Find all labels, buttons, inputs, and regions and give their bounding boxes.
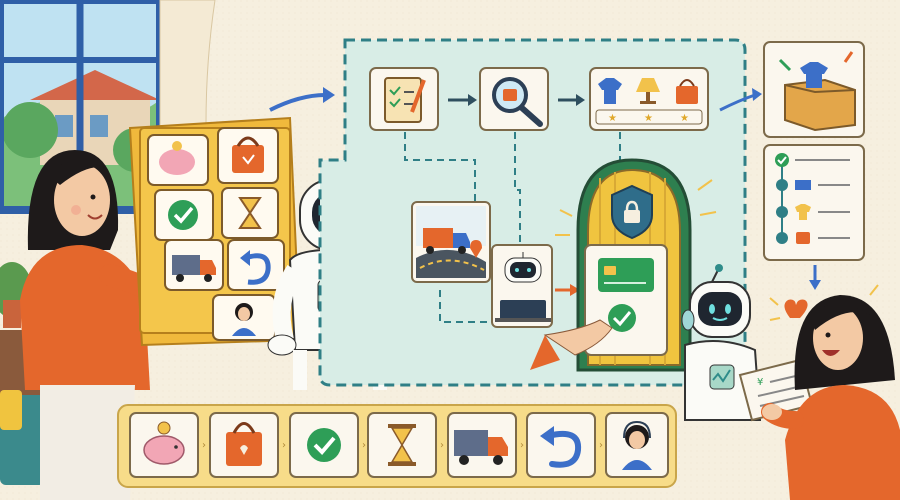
- checkmark-icon: [608, 304, 636, 332]
- star-icon: ★: [644, 113, 653, 124]
- star-icon: ★: [608, 113, 617, 124]
- arrow-to-workflow: [269, 93, 326, 112]
- heart-sparkles: [769, 284, 879, 321]
- shipping-map-card: [411, 201, 491, 283]
- svg-text:›: ›: [282, 440, 286, 451]
- svg-text:›: ›: [440, 440, 444, 451]
- woman-left: [20, 150, 206, 500]
- strip-delivery-truck: [447, 412, 517, 478]
- document-folder: [128, 116, 302, 347]
- strip-return-arrow: [526, 412, 596, 478]
- star-icon: ★: [680, 113, 689, 124]
- door-rays: [555, 179, 717, 236]
- currency-icon: ¥: [757, 377, 763, 388]
- bottom-icon-strip: › › › › ›: [117, 404, 677, 488]
- folder-tab-check: [154, 189, 214, 241]
- strip-checkmark: [289, 412, 359, 478]
- robot-right: [681, 264, 762, 421]
- strip-hourglass: [367, 412, 437, 478]
- robot-laptop-card: [491, 244, 553, 328]
- folder-tab-hourglass: [221, 187, 279, 239]
- strip-piggy-bank: [129, 412, 199, 478]
- step-clipboard: [369, 67, 439, 131]
- strip-support-agent: [605, 412, 669, 478]
- folder-tab-return: [227, 239, 285, 291]
- svg-text:›: ›: [520, 440, 524, 451]
- strip-shopping-bag: [209, 412, 279, 478]
- handed-document: ¥: [738, 358, 814, 422]
- woman-right: [761, 295, 900, 500]
- folder-tab-support: [212, 294, 276, 341]
- svg-text:›: ›: [362, 440, 366, 451]
- svg-text:›: ›: [599, 440, 603, 451]
- workflow-connectors: [404, 132, 621, 323]
- svg-text:›: ›: [202, 440, 206, 451]
- step-search-bag: [479, 67, 549, 131]
- folder-tab-truck: [164, 239, 224, 291]
- step-delivered-box: [763, 41, 865, 138]
- folder-tab-bag: [217, 127, 279, 184]
- folder-tab-piggy: [147, 134, 209, 186]
- step-products-rating: ★ ★ ★: [589, 67, 709, 131]
- tracking-list: [763, 144, 865, 261]
- secure-door: [530, 158, 692, 372]
